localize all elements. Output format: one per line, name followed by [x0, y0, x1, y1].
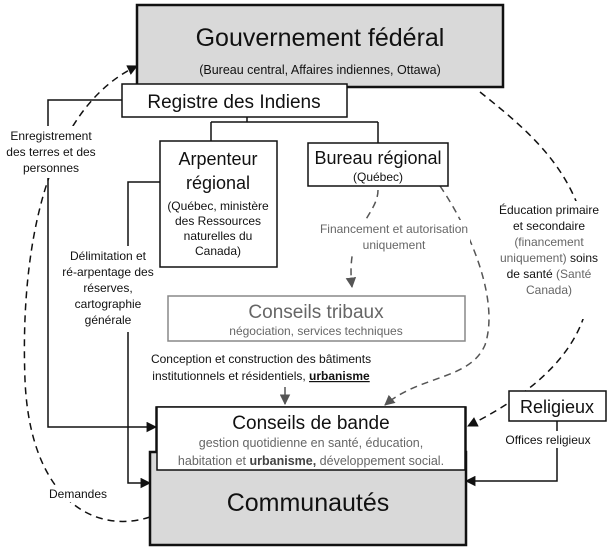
label-conception: Conception et construction des bâtiments… [151, 352, 371, 383]
education-line-4-grey: uniquement) [500, 251, 567, 265]
node-religieux: Religieux [508, 390, 607, 422]
education-line-2: et secondaire [513, 219, 585, 233]
demandes-dashed-arrow [23, 65, 151, 523]
tribaux-subtitle: négociation, services techniques [229, 324, 402, 338]
conception-line-2-a: institutionnels et résidentiels, [152, 369, 309, 383]
religieux-title: Religieux [520, 397, 594, 417]
education-line-4-black: soins [567, 251, 598, 265]
communautes-title: Communautés [227, 489, 390, 517]
bande-title-overlay: Conseils de bande [232, 413, 389, 434]
delimitation-line-5: générale [85, 313, 132, 327]
label-demandes: Demandes [40, 485, 116, 502]
offices-text: Offices religieux [505, 433, 590, 447]
arpenteur-detail-line-4: Canada) [195, 244, 241, 258]
bande-line-2-c-overlay: développement social. [316, 454, 444, 468]
education-line-6: Canada) [526, 283, 572, 297]
conception-line-1: Conception et construction des bâtiments [151, 352, 371, 366]
conception-line-2: institutionnels et résidentiels, urbanis… [152, 369, 370, 383]
financement-line-1: Financement et autorisation [320, 222, 468, 236]
node-registre-des-indiens: Registre des Indiens [121, 83, 348, 118]
education-line-5: de santé (Santé [507, 267, 592, 281]
node-conseils-de-bande-text-overlay: Conseils de bande gestion quotidienne en… [178, 413, 444, 468]
label-financement: Financement et autorisation uniquement [318, 220, 470, 254]
registre-to-bande-arrow [47, 99, 158, 433]
bureau-title: Bureau régional [314, 148, 441, 168]
node-gouvernement-federal: Gouvernement fédéral (Bureau central, Af… [135, 3, 505, 89]
education-line-3: (financement [514, 235, 584, 249]
bande-line-1-overlay: gestion quotidienne en santé, éducation, [199, 436, 423, 450]
delimitation-line-3: réserves, [83, 281, 132, 295]
label-offices-religieux: Offices religieux [491, 431, 605, 448]
node-conseils-tribaux: Conseils tribaux négociation, services t… [167, 295, 466, 342]
delimitation-line-4: cartographie [75, 297, 142, 311]
arpenteur-title-line-2: régional [186, 173, 250, 193]
registre-tree-connector [210, 117, 379, 143]
node-communautes: Communautés [148, 406, 468, 547]
tribaux-title: Conseils tribaux [248, 302, 384, 323]
bureau-subtitle: (Québec) [353, 170, 403, 184]
registre-title: Registre des Indiens [147, 92, 320, 113]
financement-line-2: uniquement [363, 238, 426, 252]
bande-line-2-urbanisme-overlay: urbanisme, [250, 454, 317, 468]
religieux-to-communautes-arrow [464, 421, 558, 487]
enregistrement-line-2: des terres et des [6, 145, 95, 159]
delimitation-line-2: ré-arpentage des [62, 265, 153, 279]
label-delimitation: Délimitation et ré-arpentage des réserve… [58, 246, 158, 332]
arpenteur-detail-line-3: naturelles du [184, 229, 253, 243]
bande-line-2-overlay: habitation et urbanisme, développement s… [178, 454, 444, 468]
node-arpenteur-regional: Arpenteur régional (Québec, ministère de… [159, 140, 278, 268]
gouvernement-subtitle: (Bureau central, Affaires indiennes, Ott… [199, 63, 441, 77]
enregistrement-line-3: personnes [23, 161, 79, 175]
conception-line-2-urbanisme: urbanisme [309, 369, 370, 383]
bande-line-2-a-overlay: habitation et [178, 454, 250, 468]
education-line-4: uniquement) soins [500, 251, 598, 265]
arpenteur-detail-line-1: (Québec, ministère [167, 199, 269, 213]
label-education-sante: Éducation primaire et secondaire (financ… [492, 201, 607, 319]
demandes-text: Demandes [49, 487, 107, 501]
education-line-5-black: de santé [507, 267, 556, 281]
arpenteur-to-communautes-arrow [127, 181, 160, 489]
node-bureau-regional: Bureau régional (Québec) [307, 142, 449, 187]
arpenteur-detail-line-2: des Ressources [175, 214, 261, 228]
gouvernement-title: Gouvernement fédéral [196, 24, 445, 52]
delimitation-line-1: Délimitation et [70, 249, 147, 263]
arpenteur-title-line-1: Arpenteur [178, 149, 257, 169]
enregistrement-line-1: Enregistrement [10, 129, 92, 143]
education-line-5-grey: (Santé [556, 267, 592, 281]
label-enregistrement: Enregistrement des terres et des personn… [2, 126, 100, 178]
education-line-1: Éducation primaire [499, 202, 599, 217]
